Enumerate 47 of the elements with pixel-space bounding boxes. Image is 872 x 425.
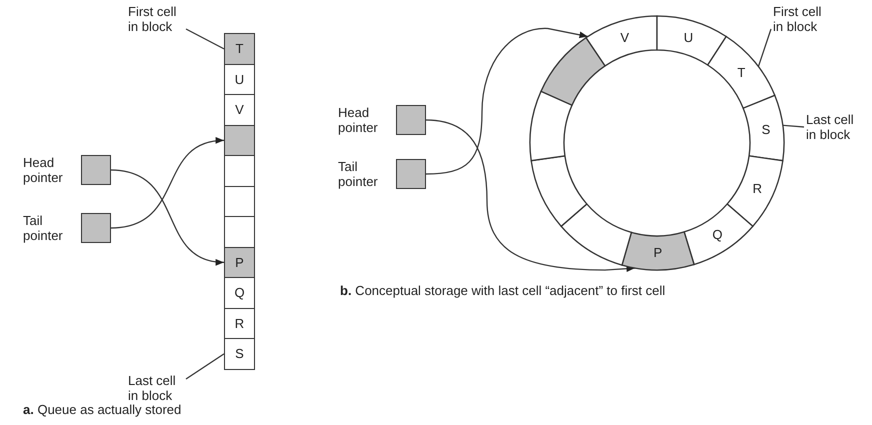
pointer-label: Tail pointer bbox=[23, 213, 64, 243]
queue-cell: V bbox=[224, 94, 255, 126]
callout-label: First cell in block bbox=[128, 4, 184, 34]
cell-letter: V bbox=[620, 30, 629, 45]
figure-caption: b. Conceptual storage with last cell “adjacent” to first cell bbox=[340, 283, 666, 298]
cell-letter: Q bbox=[712, 228, 723, 242]
ring-cell bbox=[539, 36, 606, 107]
pointer-label: Head pointer bbox=[338, 105, 379, 135]
ring-cell bbox=[584, 15, 658, 67]
ring-cell bbox=[742, 94, 785, 162]
leader-line bbox=[758, 28, 772, 67]
queue-cell: U bbox=[224, 64, 255, 96]
cell-letter: R bbox=[752, 182, 762, 196]
arrow bbox=[426, 119, 635, 272]
cell-letter: U bbox=[684, 30, 694, 45]
arrow bbox=[110, 169, 224, 265]
queue-cell: Q bbox=[224, 277, 255, 309]
cell-letter: T bbox=[737, 66, 746, 80]
queue-cell bbox=[224, 124, 255, 156]
queue-cell: R bbox=[224, 308, 255, 340]
queue-cell: P bbox=[224, 246, 255, 278]
ring-cell bbox=[683, 203, 754, 266]
callout-label: First cell in block bbox=[773, 4, 829, 34]
queue-cell: S bbox=[224, 338, 255, 370]
queue-cell bbox=[224, 155, 255, 187]
leader-line bbox=[782, 124, 804, 128]
leader-line bbox=[186, 28, 224, 50]
ring-cell bbox=[706, 35, 776, 110]
cell-letter: P bbox=[653, 246, 662, 260]
arrow bbox=[110, 138, 224, 229]
pointer-label: Head pointer bbox=[23, 155, 64, 185]
queue-cell bbox=[224, 186, 255, 218]
cell-letter: S bbox=[762, 122, 770, 137]
callout-label: Last cell in block bbox=[128, 373, 184, 403]
ring-cell bbox=[529, 90, 574, 162]
queue-cell bbox=[224, 216, 255, 248]
callout-label: Last cell in block bbox=[806, 112, 862, 142]
ring-cell bbox=[560, 203, 633, 267]
ring-cell bbox=[726, 154, 784, 228]
leader-line bbox=[186, 353, 224, 380]
queue-cell: T bbox=[224, 33, 255, 65]
ring-cell bbox=[620, 230, 696, 271]
figure-caption: a. Queue as actually stored bbox=[23, 402, 182, 417]
arrow bbox=[426, 28, 588, 175]
ring-cell bbox=[656, 15, 728, 67]
ring-cell bbox=[530, 154, 588, 228]
pointer-label: Tail pointer bbox=[338, 159, 379, 189]
